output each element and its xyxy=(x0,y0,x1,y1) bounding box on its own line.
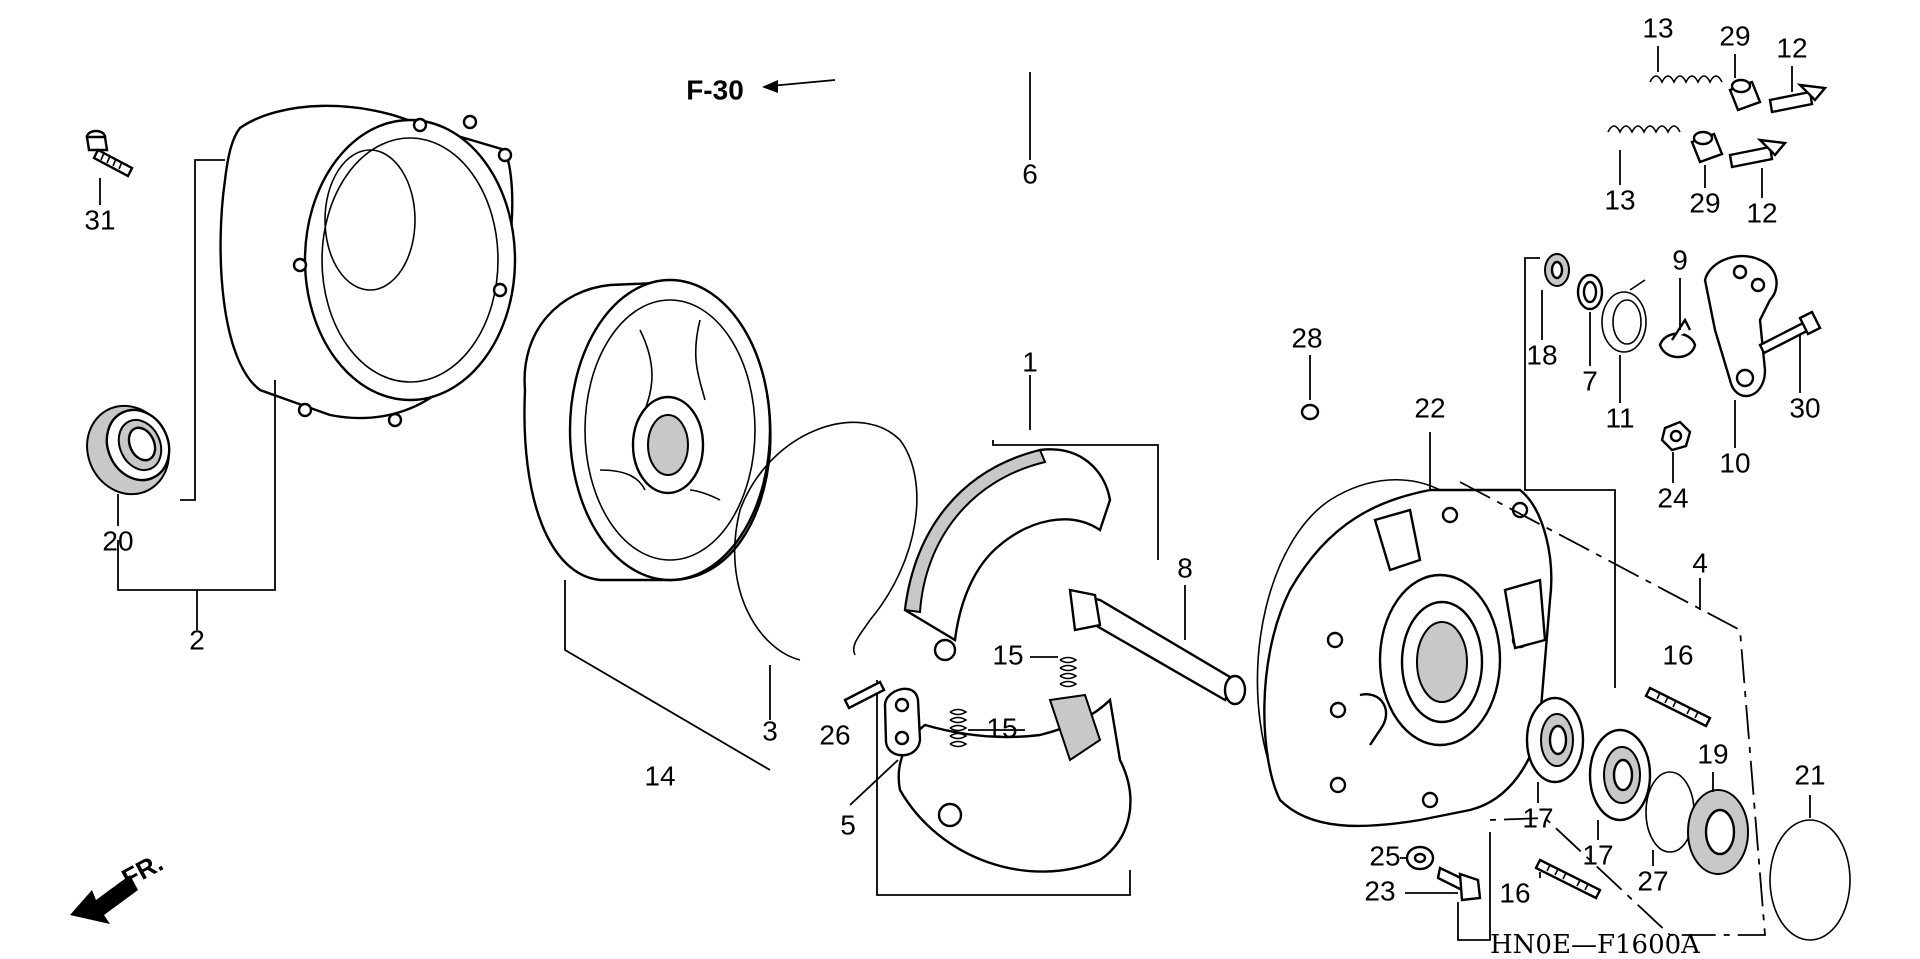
brake-shoe-upper-drawing xyxy=(903,448,1112,662)
brake-panel-22-drawing xyxy=(1256,478,1553,828)
arm-10-drawing xyxy=(1703,254,1778,398)
circlip-27-drawing xyxy=(1645,771,1695,853)
o-ring-21-drawing xyxy=(1769,795,1851,941)
bracket-4 xyxy=(1459,481,1766,936)
plate-5-drawing xyxy=(883,687,922,757)
label-13-upper: 13 xyxy=(1642,12,1673,43)
label-9: 9 xyxy=(1672,244,1688,275)
label-1: 1 xyxy=(1022,346,1038,377)
bolt-31-drawing xyxy=(85,129,134,178)
stud-16-lower-drawing xyxy=(1534,858,1602,900)
label-5: 5 xyxy=(840,809,856,840)
pin-12-upper-drawing xyxy=(1768,83,1828,114)
label-16-upper: 16 xyxy=(1662,639,1693,670)
spring-13-upper-drawing xyxy=(1649,75,1723,84)
bracket-18-10 xyxy=(1524,257,1616,688)
bolt-30-drawing xyxy=(1758,310,1822,355)
pin-26-drawing xyxy=(843,680,886,710)
brake-drum-drawing xyxy=(523,278,772,582)
collar-29-upper-drawing xyxy=(1728,78,1762,112)
seal-18-drawing xyxy=(1544,253,1570,287)
label-3: 3 xyxy=(762,715,778,746)
label-13-lower: 13 xyxy=(1604,184,1635,215)
label-4: 4 xyxy=(1692,547,1708,578)
label-17-b: 17 xyxy=(1582,839,1613,870)
label-30: 30 xyxy=(1789,392,1820,423)
label-21: 21 xyxy=(1794,759,1825,790)
label-28: 28 xyxy=(1291,322,1322,353)
label-29-upper: 29 xyxy=(1719,20,1750,51)
drawing-code: HN0E—F1600A xyxy=(1490,930,1701,959)
tube-6-drawing xyxy=(834,62,1423,413)
label-12-upper: 12 xyxy=(1776,32,1807,63)
spring-13-lower-drawing xyxy=(1607,125,1681,134)
label-18: 18 xyxy=(1526,339,1557,370)
label-22: 22 xyxy=(1414,392,1445,423)
label-27: 27 xyxy=(1637,865,1668,896)
label-25: 25 xyxy=(1369,840,1400,871)
cam-shaft-8-drawing xyxy=(1068,588,1247,706)
leader-5-26 xyxy=(849,759,899,806)
label-15-lower: 15 xyxy=(986,712,1017,743)
label-17-a: 17 xyxy=(1522,802,1553,833)
bolt-23-drawing xyxy=(1436,866,1482,902)
spring-11-drawing xyxy=(1601,279,1647,353)
label-26: 26 xyxy=(819,719,850,750)
bracket-14 xyxy=(564,580,771,771)
seal-19-drawing xyxy=(1687,789,1749,875)
oil-seal-20-drawing xyxy=(86,404,171,496)
label-8: 8 xyxy=(1177,552,1193,583)
pin-12-lower-drawing xyxy=(1728,138,1788,169)
clip-28-drawing xyxy=(1300,355,1320,421)
label-16-lower: 16 xyxy=(1499,877,1530,908)
label-29-lower: 29 xyxy=(1689,187,1720,218)
drum-cover-drawing xyxy=(219,104,517,428)
f30-reference: F-30 xyxy=(686,74,744,105)
o-ring-7-drawing xyxy=(1576,273,1604,311)
spring-15-lower-drawing xyxy=(949,708,968,748)
bracket-23 xyxy=(1457,832,1491,941)
label-23: 23 xyxy=(1364,875,1395,906)
spring-15-upper-drawing xyxy=(1059,656,1078,688)
bracket-1 xyxy=(876,375,1159,896)
nut-24-drawing xyxy=(1660,420,1692,452)
label-11: 11 xyxy=(1605,402,1634,433)
label-7: 7 xyxy=(1582,365,1598,396)
label-31: 31 xyxy=(84,204,115,235)
bearing-17-a-drawing xyxy=(1525,696,1585,784)
ring-3-drawing xyxy=(734,421,918,661)
label-19: 19 xyxy=(1697,738,1728,769)
bearing-17-b-drawing xyxy=(1588,728,1652,822)
washer-25-drawing xyxy=(1405,845,1435,871)
label-20: 20 xyxy=(102,525,133,556)
label-12-lower: 12 xyxy=(1746,197,1777,228)
stud-16-upper-drawing xyxy=(1644,686,1712,728)
label-14: 14 xyxy=(644,760,675,791)
collar-29-lower-drawing xyxy=(1690,130,1724,164)
label-leaders xyxy=(99,46,1801,894)
bracket-2 xyxy=(117,159,276,630)
label-15-upper: 15 xyxy=(992,639,1023,670)
front-direction-arrow xyxy=(70,875,138,924)
label-24: 24 xyxy=(1657,482,1688,513)
label-2: 2 xyxy=(189,624,205,655)
f30-arrow xyxy=(762,79,836,93)
brake-shoe-lower-drawing xyxy=(897,693,1132,873)
label-6: 6 xyxy=(1022,158,1038,189)
label-10: 10 xyxy=(1719,447,1750,478)
indicator-9-drawing xyxy=(1658,317,1697,359)
